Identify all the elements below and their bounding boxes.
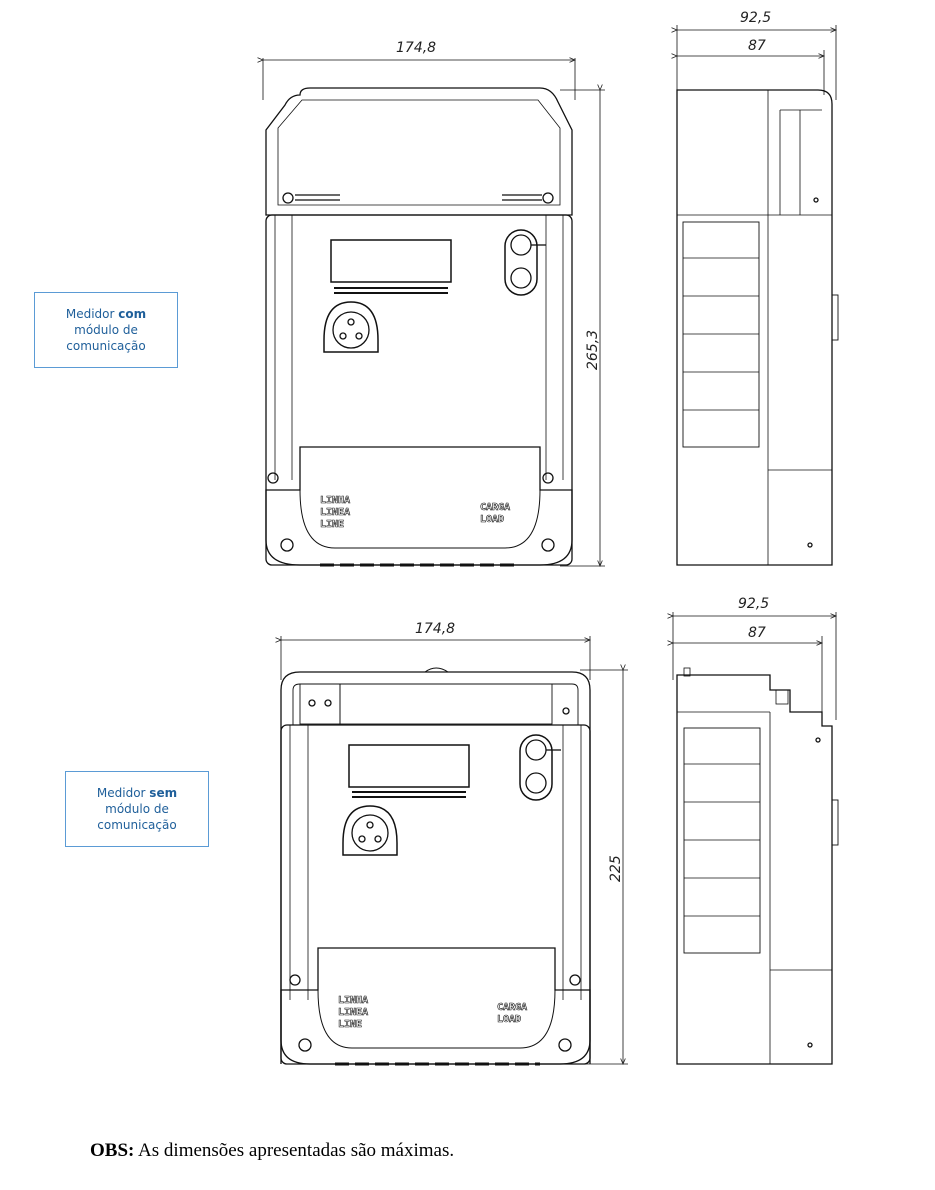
top-front-width-dim: 174,8: [396, 40, 436, 56]
svg-text:LINHA: LINHA: [320, 495, 350, 506]
bottom-load-label: CARGA LOAD: [497, 1002, 528, 1026]
callout-without-module: Medidor sem módulo de comunicação: [65, 771, 209, 847]
top-side-view: [677, 25, 839, 566]
svg-text:LOAD: LOAD: [480, 514, 504, 525]
top-load-label: CARGA LOAD: [480, 502, 511, 526]
note-text: As dimensões apresentadas são máximas.: [134, 1140, 455, 1161]
bottom-side-total-dim: 92,5: [738, 596, 769, 612]
note-label: OBS:: [90, 1140, 135, 1161]
svg-text:LINEA: LINEA: [338, 1007, 368, 1018]
top-front-view: [263, 58, 605, 566]
svg-text:LOAD: LOAD: [497, 1014, 521, 1025]
svg-text:LINE: LINE: [320, 519, 344, 530]
svg-text:CARGA: CARGA: [480, 502, 510, 513]
svg-text:LINHA: LINHA: [338, 995, 368, 1006]
callout-with-module: Medidor com módulo de comunicação: [34, 292, 178, 368]
bottom-front-view: [281, 636, 628, 1066]
top-line-label: LINHA LINEA LINE: [320, 495, 351, 531]
bottom-front-height-dim: 225: [608, 855, 624, 882]
bottom-line-label: LINHA LINEA LINE: [338, 995, 369, 1031]
top-front-height-dim: 265,3: [585, 330, 601, 370]
bottom-side-body-dim: 87: [748, 625, 766, 641]
svg-text:LINE: LINE: [338, 1019, 362, 1030]
svg-text:LINEA: LINEA: [320, 507, 350, 518]
note: OBS: As dimensões apresentadas são máxim…: [90, 1140, 454, 1162]
top-side-body-dim: 87: [748, 38, 766, 54]
bottom-side-view: [673, 612, 839, 1065]
top-side-total-dim: 92,5: [740, 10, 771, 26]
svg-text:CARGA: CARGA: [497, 1002, 527, 1013]
bottom-front-width-dim: 174,8: [415, 621, 455, 637]
